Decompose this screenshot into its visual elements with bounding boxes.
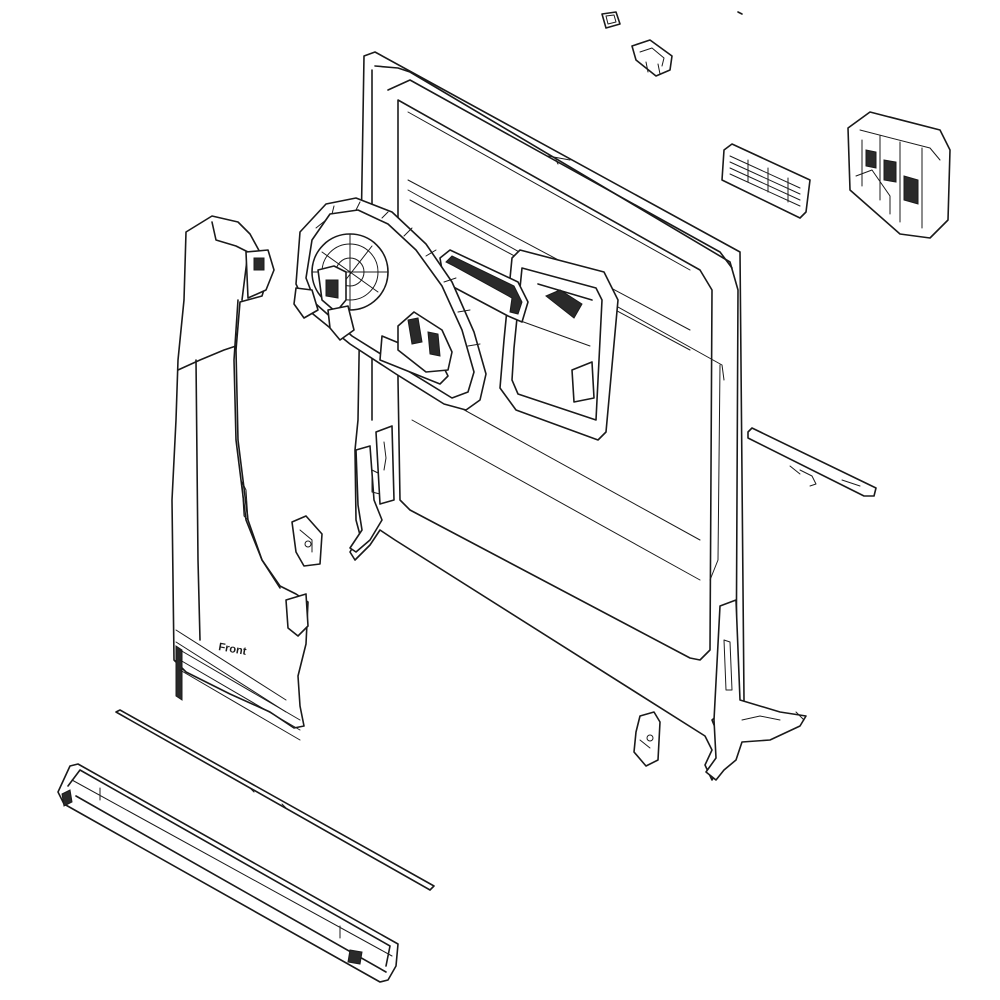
latch-rod: [747, 427, 877, 497]
right-hinge-bracket: [633, 711, 661, 767]
top-bracket-clip: [631, 39, 673, 77]
door-seal-rod: [115, 709, 435, 891]
outer-door-side-panel: Front: [171, 215, 309, 741]
top-small-clip: [601, 11, 743, 29]
vent-grille: [721, 143, 811, 219]
front-embossed-label: Front: [217, 641, 247, 658]
bottom-door-trim: [57, 763, 399, 983]
control-module: [847, 111, 951, 239]
detergent-dispenser: [499, 249, 619, 441]
circulation-pump-housing: [293, 197, 487, 411]
left-hinge-bracket: [291, 515, 323, 567]
